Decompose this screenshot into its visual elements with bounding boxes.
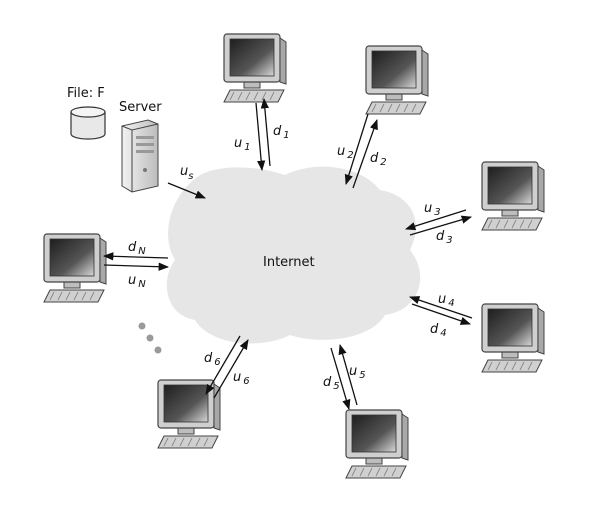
database-icon — [70, 106, 106, 140]
peer-n-download-arrow — [102, 252, 169, 261]
peer-2-upload-arrow — [344, 113, 369, 185]
peer-2-download-arrow — [352, 119, 378, 189]
peer-5-download-arrow — [330, 347, 351, 410]
peer-1-upload-arrow — [255, 102, 266, 172]
internet-label: Internet — [263, 255, 315, 270]
desktop-computer-icon — [157, 379, 221, 449]
desktop-computer-icon — [481, 161, 545, 231]
peer-3-download-arrow — [409, 215, 472, 236]
desktop-computer-icon — [481, 303, 545, 373]
peer-n-upload-arrow — [103, 262, 170, 271]
server-upload-label: us — [180, 164, 193, 182]
desktop-computer-icon — [345, 409, 409, 479]
peer-4-download-arrow — [411, 303, 471, 325]
server-tower-icon — [121, 119, 159, 193]
peer-6-upload-arrow — [213, 339, 249, 399]
server-upload-arrow — [167, 182, 206, 199]
file-label: File: F — [67, 86, 105, 101]
peer-3-upload-arrow — [405, 209, 467, 231]
desktop-computer-icon — [223, 33, 287, 103]
desktop-computer-icon — [43, 233, 107, 303]
peer-6-download-arrow — [205, 335, 241, 395]
peer-4-upload-arrow — [409, 296, 473, 319]
desktop-computer-icon — [365, 45, 429, 115]
peer-5-upload-arrow — [338, 343, 358, 406]
server-label: Server — [119, 100, 162, 115]
more-peers-dots — [138, 322, 162, 354]
peer-1-download-arrow — [260, 97, 271, 167]
internet-cloud-icon — [166, 166, 421, 344]
